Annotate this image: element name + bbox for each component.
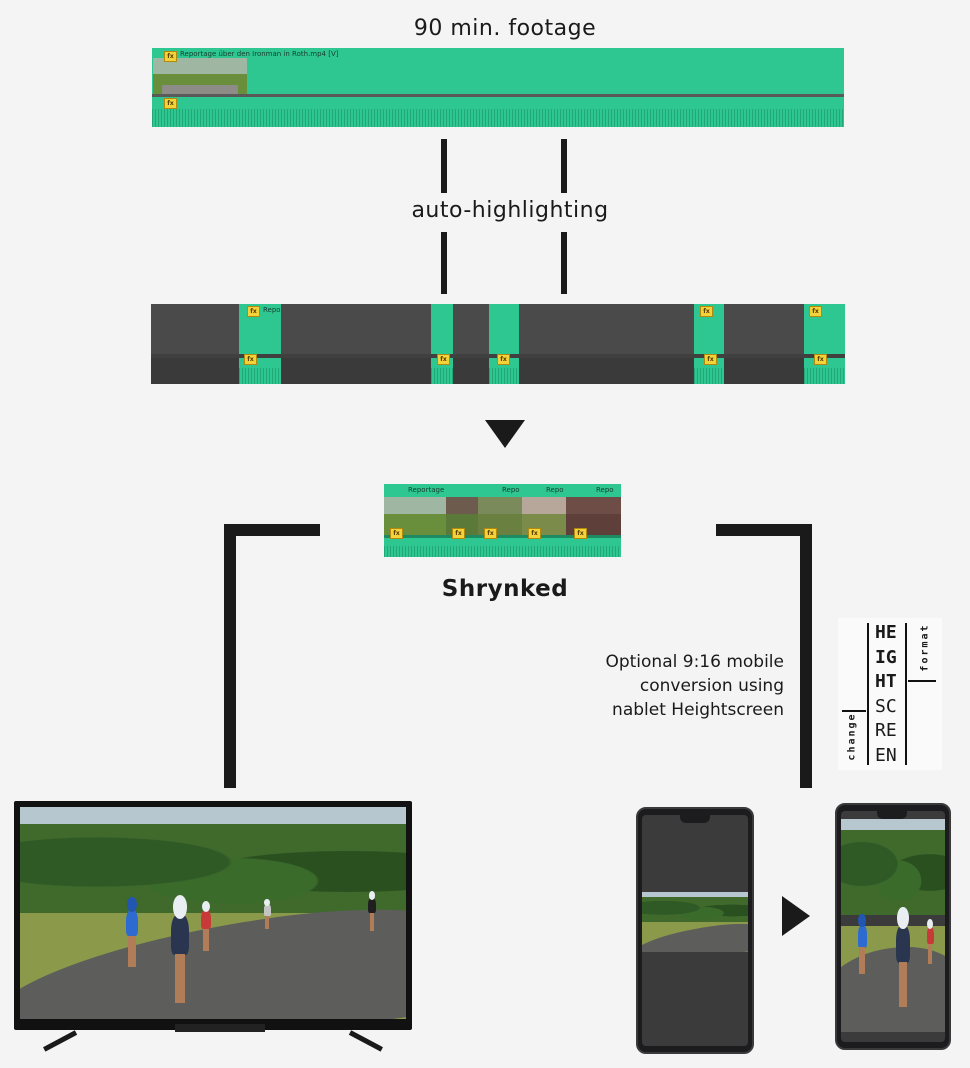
track-divider [152, 94, 844, 97]
tv-screen [20, 807, 406, 1019]
triangle-right-icon [782, 896, 810, 936]
shrynked-clip-label: Repo [596, 486, 614, 494]
phone-fullscreen-video [841, 819, 945, 1032]
tv-stand-bar [175, 1024, 265, 1032]
phone-after [835, 803, 951, 1050]
cyclist [889, 907, 917, 1007]
phone-letterboxed-video [642, 892, 748, 952]
logo-row: IG [875, 646, 897, 668]
source-timeline: fx Reportage über den Ironman in Roth.mp… [152, 48, 844, 127]
highlight-segment: fx [489, 304, 519, 384]
heightscreen-logo: HE IG HT SC RE EN format change [838, 618, 942, 770]
phone-notch [680, 815, 710, 823]
connector-bar-left-bottom [441, 232, 447, 294]
tv-leg-left [43, 1030, 78, 1052]
note-line: conversion using [639, 676, 784, 696]
footage-title: 90 min. footage [413, 16, 597, 41]
note-line: nablet Heightscreen [612, 700, 784, 720]
dim-segment [519, 304, 694, 384]
fx-icon: fx [574, 528, 587, 539]
auto-highlighting-label: auto-highlighting [411, 198, 609, 223]
fx-icon: fx [528, 528, 541, 539]
logo-row: SC [875, 695, 897, 717]
connector-bar-right-bottom [561, 232, 567, 294]
fx-icon: fx [484, 528, 497, 539]
logo-format-text: format [919, 623, 931, 672]
logo-row: EN [875, 744, 897, 766]
phone-before-screen [642, 815, 748, 1046]
logo-change-text: change [846, 712, 858, 761]
tv-connector-horizontal [224, 524, 320, 536]
track-divider [384, 535, 621, 538]
logo-row: HE [875, 622, 897, 643]
phone-notch [877, 811, 907, 819]
highlight-segment: fx Repo fx [239, 304, 281, 384]
source-clip-label: Reportage über den Ironman in Roth.mp4 [… [180, 50, 339, 58]
shrynked-label: Shrynked [441, 576, 569, 602]
highlight-segment: fx [431, 304, 453, 384]
triangle-down-icon [485, 420, 525, 448]
shrynked-clip-label: Repo [502, 486, 520, 494]
logo-tick-top [908, 680, 936, 682]
dim-segment [453, 304, 489, 384]
fx-icon: fx [437, 354, 450, 365]
logo-row: RE [875, 720, 897, 741]
cyclist [196, 901, 216, 951]
fx-icon: fx [247, 306, 260, 317]
fx-icon: fx [497, 354, 510, 365]
fx-icon: fx [244, 354, 257, 365]
fx-icon: fx [164, 51, 177, 62]
highlight-segment: fx fx [804, 304, 845, 384]
fx-icon: fx [814, 354, 827, 365]
phone-after-screen [841, 811, 945, 1042]
phone-connector-horizontal [716, 524, 812, 536]
note-line: Optional 9:16 mobile [605, 652, 784, 672]
fx-icon: fx [452, 528, 465, 539]
connector-bar-left-top [441, 139, 447, 193]
cyclist [923, 919, 937, 964]
cyclist [162, 895, 198, 1003]
phone-before [636, 807, 754, 1054]
logo-row: HT [875, 671, 897, 692]
highlighted-timeline: fx Repo fx fx fx fx fx fx fx [151, 304, 845, 384]
fx-icon: fx [700, 306, 713, 317]
fx-icon: fx [704, 354, 717, 365]
dim-segment [724, 304, 804, 384]
shrynked-clip-label: Reportage [408, 486, 445, 494]
highlight-clip-label: Repo [263, 306, 281, 314]
dim-segment [281, 304, 431, 384]
connector-bar-right-top [561, 139, 567, 193]
fx-icon: fx [809, 306, 822, 317]
cyclist [120, 897, 144, 967]
logo-tick-bottom [842, 710, 866, 712]
dim-segment [151, 304, 239, 384]
logo-letters: HE IG HT SC RE EN [875, 621, 897, 768]
cyclist [853, 914, 871, 974]
cyclist [260, 899, 274, 929]
highlight-segment: fx fx [694, 304, 724, 384]
tv-leg-right [348, 1030, 383, 1052]
tv-connector-vertical [224, 524, 236, 788]
mobile-conversion-note: Optional 9:16 mobile conversion using na… [524, 650, 784, 722]
shrynked-timeline: Reportage Repo Repo Repo fx fx fx fx fx [384, 484, 621, 557]
source-audio-track: fx [152, 97, 844, 127]
shrynked-clip-label: Repo [546, 486, 564, 494]
fx-icon: fx [164, 98, 177, 109]
source-thumbnail [153, 58, 247, 94]
logo-rule-left [867, 623, 869, 765]
cyclist [364, 891, 380, 931]
logo-rule-right [905, 623, 907, 765]
phone-connector-vertical [800, 524, 812, 788]
shrynked-audio-track [384, 538, 621, 557]
fx-icon: fx [390, 528, 403, 539]
